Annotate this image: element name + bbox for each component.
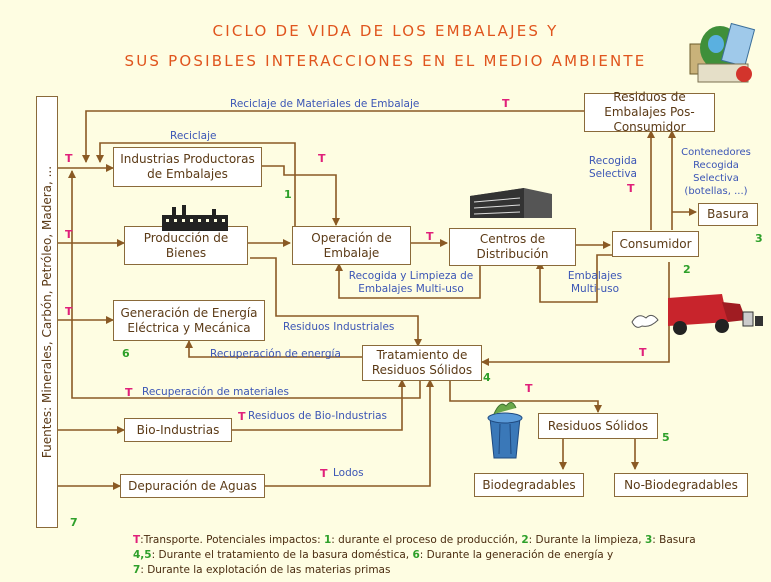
legend-text: : Basura	[652, 534, 696, 546]
label-reciclaje: Reciclaje	[170, 130, 217, 142]
box-residuos-pos: Residuos de Embalajes Pos-Consumidor	[584, 90, 715, 134]
legend-line-1: T:Transporte. Potenciales impactos: 1: d…	[133, 534, 696, 547]
impact-number-6: 6	[122, 347, 130, 360]
box-residuos-solidos: Residuos Sólidos	[538, 413, 658, 439]
t-marker: T	[65, 152, 73, 165]
legend-text: : Durante la limpieza,	[528, 534, 645, 546]
title-line-1: CICLO DE VIDA DE LOS EMBALAJES Y	[212, 22, 559, 40]
impact-number-3: 3	[755, 232, 763, 245]
label-recuperacion-materiales: Recuperación de materiales	[142, 386, 289, 398]
legend-text: : Durante la explotación de las materias…	[140, 564, 391, 576]
arrow-tratamiento-residuos	[449, 381, 602, 413]
t-marker: T	[65, 228, 73, 241]
legend-number: 3	[644, 534, 653, 546]
t-marker: T	[318, 152, 326, 165]
t-marker: T	[238, 410, 246, 423]
arrow-reciclaje-materiales	[82, 110, 584, 163]
legend-line-3: 7: Durante la explotación de las materia…	[133, 564, 390, 577]
fuentes-box: Fuentes: Minerales, Carbón, Petróleo, Ma…	[36, 96, 58, 528]
box-consumidor: Consumidor	[612, 231, 699, 257]
recycling-pile-icon	[689, 22, 756, 83]
legend-number: 2	[521, 534, 529, 546]
label-residuos-bio: Residuos de Bio-Industrias	[248, 410, 388, 422]
arrow-recuperacion-materiales	[68, 170, 421, 399]
label-recuperacion-energia: Recuperación de energía	[210, 348, 341, 360]
trash-bin-icon	[487, 402, 523, 459]
label-recogida-selectiva: Recogida Selectiva	[588, 155, 638, 180]
arrow-recuperacion-energia	[185, 340, 362, 358]
box-tratamiento: Tratamiento de Residuos Sólidos	[362, 345, 482, 381]
box-centros: Centros de Distribución	[449, 228, 576, 266]
label-recogida-limpieza: Recogida y Limpieza de Embalajes Multi-u…	[348, 270, 474, 295]
legend-line-2: 4,5: Durante el tratamiento de la basura…	[133, 549, 613, 562]
box-basura: Basura	[698, 203, 758, 226]
box-operacion: Operación de Embalaje	[292, 226, 411, 265]
box-depuracion: Depuración de Aguas	[120, 474, 265, 498]
title-line-2: SUS POSIBLES INTERACCIONES EN EL MEDIO A…	[124, 52, 647, 70]
legend-text: : Durante el tratamiento de la basura do…	[151, 549, 413, 561]
arrow-residuos-bio	[232, 379, 406, 431]
legend-text: : durante el proceso de producción,	[331, 534, 522, 546]
t-marker: T	[639, 346, 647, 359]
label-embalajes-multiuso: Embalajes Multi-uso	[567, 270, 623, 295]
arrow-recogida-limpieza	[335, 262, 481, 299]
box-biodegradables: Biodegradables	[474, 473, 584, 497]
legend-text: :Transporte. Potenciales impactos:	[140, 534, 324, 546]
garbage-truck-icon	[631, 294, 763, 335]
t-marker: T	[502, 97, 510, 110]
t-marker: T	[627, 182, 635, 195]
arrow-industrias-operacion	[262, 165, 340, 226]
label-lodos: Lodos	[333, 467, 364, 479]
arrow-residuos-industriales	[250, 257, 422, 347]
impact-number-1: 1	[284, 188, 292, 201]
arrow-reciclaje	[96, 142, 296, 226]
impact-number-2: 2	[683, 263, 691, 276]
legend-t: T	[133, 534, 141, 546]
box-produccion: Producción de Bienes	[124, 226, 248, 265]
box-bio: Bio-Industrias	[124, 418, 232, 442]
legend-number: 4,5	[133, 549, 152, 561]
label-reciclaje-materiales: Reciclaje de Materiales de Embalaje	[230, 98, 420, 110]
box-generacion: Generación de Energía Eléctrica y Mecáni…	[113, 300, 265, 341]
t-marker: T	[65, 305, 73, 318]
t-marker: T	[426, 230, 434, 243]
legend-number: 1	[323, 534, 332, 546]
fuentes-label: Fuentes: Minerales, Carbón, Petróleo, Ma…	[40, 165, 54, 459]
impact-number-4: 4	[483, 371, 491, 384]
t-marker: T	[320, 467, 328, 480]
arrow-consumidor-tratamiento	[481, 262, 670, 366]
arrow-lodos	[265, 379, 434, 487]
impact-number-7: 7	[70, 516, 78, 529]
legend-text: : Durante la generación de energía y	[419, 549, 614, 561]
distribution-building-icon	[470, 188, 552, 218]
arrow-embalajes-multiuso	[536, 254, 612, 303]
label-residuos-industriales: Residuos Industriales	[283, 321, 395, 333]
impact-number-5: 5	[662, 431, 670, 444]
legend-number: 7	[133, 564, 141, 576]
factory-icon	[162, 205, 228, 231]
box-no-biodegradables: No-Biodegradables	[614, 473, 748, 497]
label-contenedores: Contenedores Recogida Selectiva (botella…	[681, 147, 751, 197]
t-marker: T	[525, 382, 533, 395]
t-marker: T	[125, 386, 133, 399]
box-industrias: Industrias Productoras de Embalajes	[113, 147, 262, 187]
legend-number: 6	[412, 549, 420, 561]
